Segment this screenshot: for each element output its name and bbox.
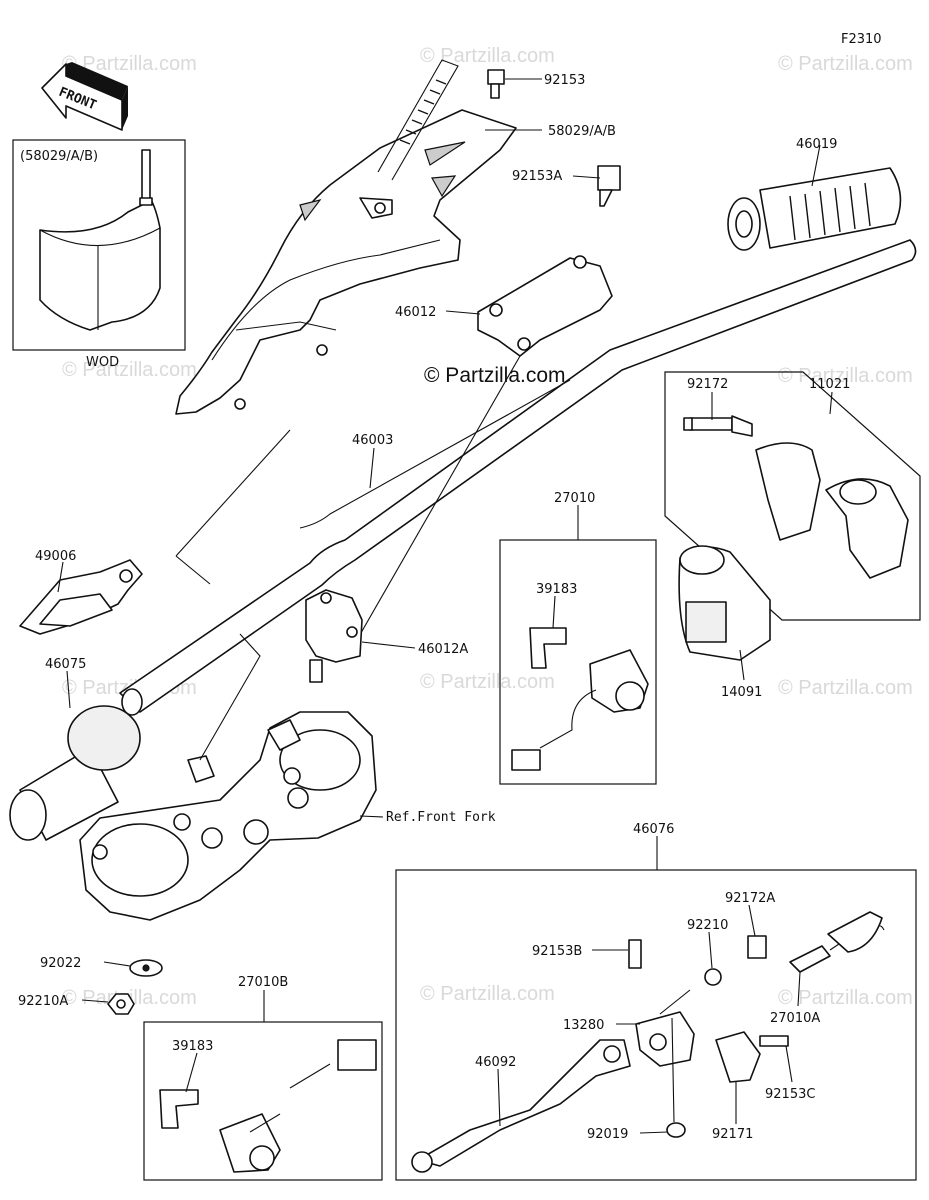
figure-code: F2310 [841, 32, 882, 47]
label-92171: 92171 [712, 1127, 753, 1142]
watermark: © Partzilla.com [62, 359, 197, 381]
label-92210: 92210 [687, 918, 728, 933]
watermark: © Partzilla.com [62, 53, 197, 75]
label-92153A: 92153A [512, 169, 562, 184]
label-46012: 46012 [395, 305, 436, 320]
watermark: © Partzilla.com [420, 983, 555, 1005]
watermark: © Partzilla.com [420, 671, 555, 693]
inset-wod-label: WOD [86, 355, 119, 370]
clutch-switch-box [143, 1021, 383, 1181]
label-14091: 14091 [721, 685, 762, 700]
watermark: © Partzilla.com [778, 987, 913, 1009]
label-46003: 46003 [352, 433, 393, 448]
label-92022: 92022 [40, 956, 81, 971]
bolt-92172 [683, 417, 693, 431]
label-46019: 46019 [796, 137, 837, 152]
triple-clamp-part [79, 711, 377, 921]
label-92210A: 92210A [18, 994, 68, 1009]
label-92019: 92019 [587, 1127, 628, 1142]
label-11021: 11021 [809, 377, 850, 392]
watermark: © Partzilla.com [778, 53, 913, 75]
grip-left-part [9, 705, 141, 841]
label-58029: 58029/A/B [548, 124, 616, 139]
front-arrow-icon: FRONT [41, 62, 128, 131]
kill-switch-box [499, 539, 657, 785]
handlebar-holder-upper [477, 165, 621, 357]
label-46092: 46092 [475, 1055, 516, 1070]
handlebar-part [119, 239, 917, 716]
watermark: © Partzilla.com [778, 677, 913, 699]
lever-assembly-box [395, 869, 917, 1181]
watermark: © Partzilla.com [778, 365, 913, 387]
label-46076: 46076 [633, 822, 674, 837]
label-92172A: 92172A [725, 891, 775, 906]
label-49006: 49006 [35, 549, 76, 564]
bolt-92153 [487, 69, 505, 99]
label-46012A: 46012A [418, 642, 468, 657]
throttle-housing-box [664, 371, 921, 621]
fork-washer-nut [107, 959, 163, 1015]
label-ref-front-fork: Ref.Front Fork [386, 810, 496, 825]
watermark: © Partzilla.com [420, 45, 555, 67]
part-labels: 92153 58029/A/B 46019 92153A 46012 46003… [18, 73, 850, 1142]
inset-box: (58029/A/B) WOD [12, 139, 186, 370]
throttle-grip-part [727, 167, 902, 251]
label-92153C: 92153C [765, 1087, 815, 1102]
inset-box-label: (58029/A/B) [20, 149, 98, 164]
label-46075: 46075 [45, 657, 86, 672]
cover-part [678, 545, 771, 661]
label-27010: 27010 [554, 491, 595, 506]
label-13280: 13280 [563, 1018, 604, 1033]
label-92153B: 92153B [532, 944, 582, 959]
number-plate-part [175, 59, 517, 415]
label-39183: 39183 [536, 582, 577, 597]
label-39183-b: 39183 [172, 1039, 213, 1054]
label-27010A: 27010A [770, 1011, 820, 1026]
handlebar-holder-lower [305, 589, 363, 683]
copyright-text: © Partzilla.com [424, 364, 566, 387]
hand-guard-part [19, 559, 143, 635]
label-92172: 92172 [687, 377, 728, 392]
leader-lines [57, 78, 833, 1134]
label-27010B: 27010B [238, 975, 288, 990]
label-92153: 92153 [544, 73, 585, 88]
